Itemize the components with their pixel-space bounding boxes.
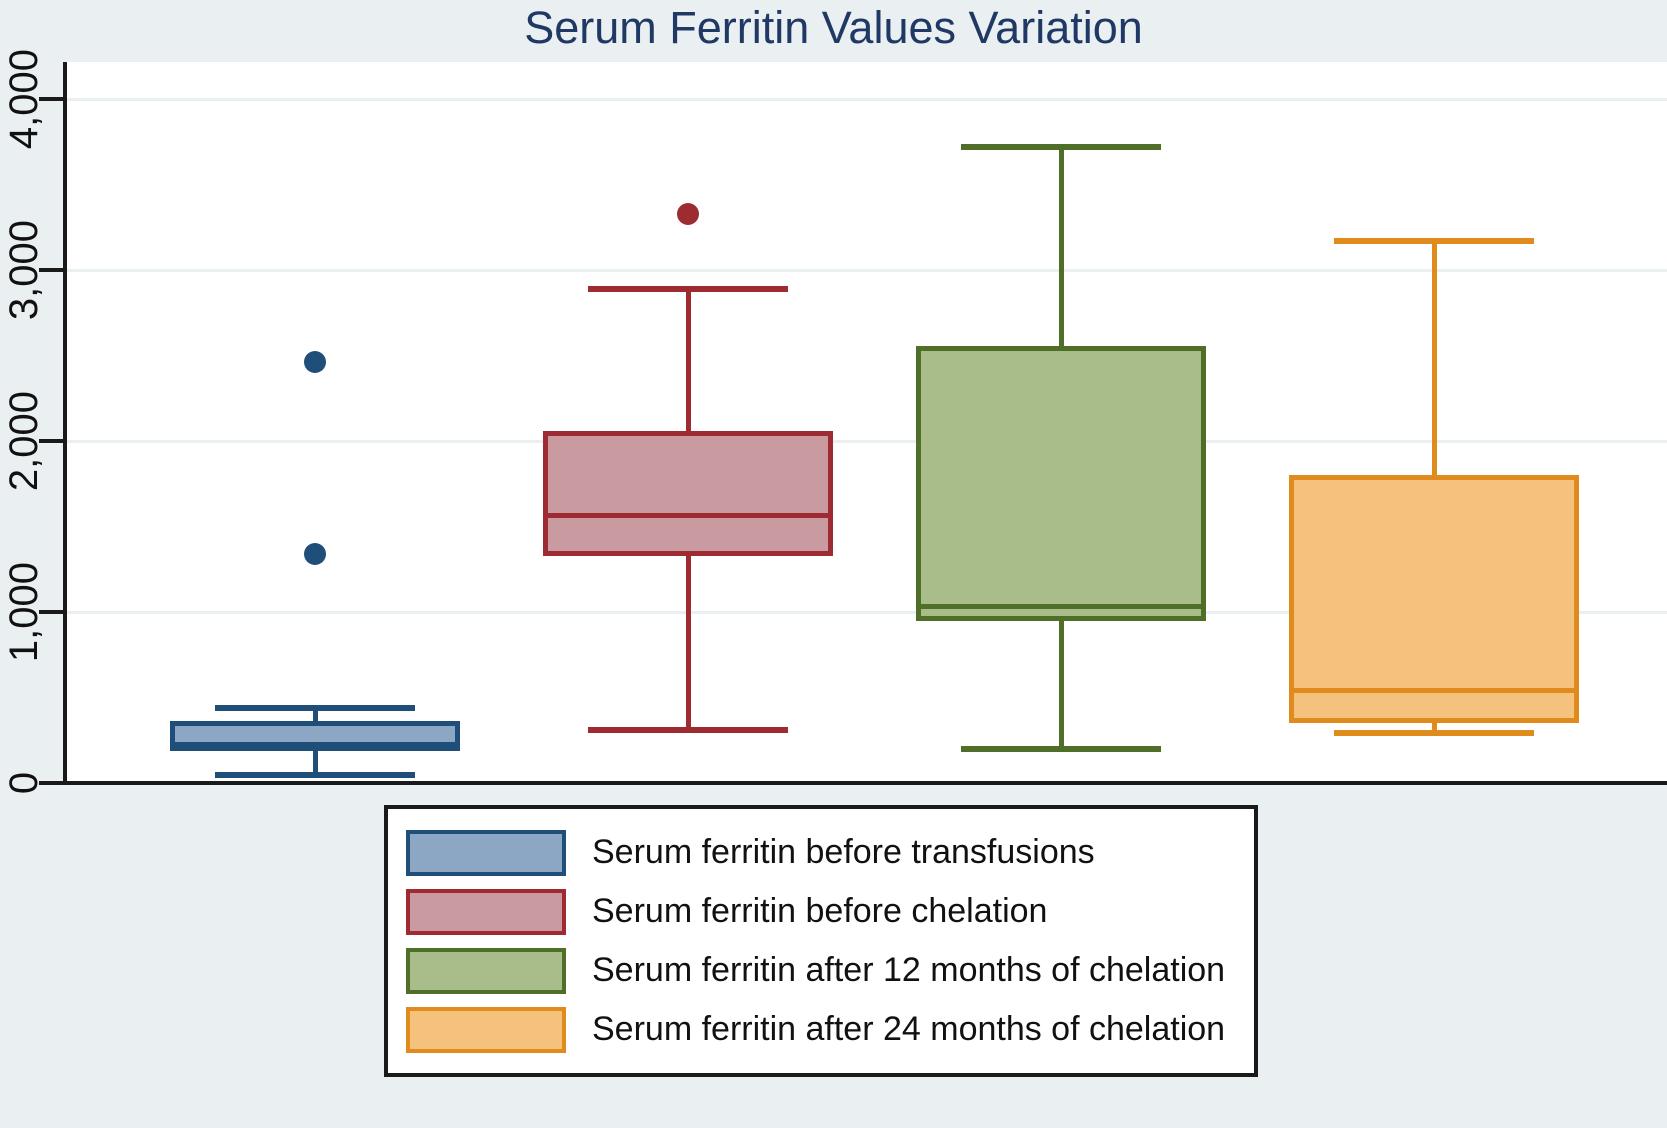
- outlier-point: [677, 202, 699, 225]
- whisker-upper-stem: [312, 707, 318, 722]
- y-tick-label-1000: 1,000: [2, 561, 46, 663]
- gridline-2000: [67, 439, 1667, 443]
- whisker-lower-stem: [1058, 620, 1064, 749]
- median-line: [1289, 688, 1579, 694]
- y-tick-1000: [39, 610, 63, 614]
- box-plot-series-2: [67, 62, 1667, 784]
- y-tick-4000: [39, 97, 63, 101]
- gridline-3000: [67, 268, 1667, 272]
- whisker-lower-cap: [961, 745, 1161, 752]
- whisker-upper-cap: [215, 704, 415, 711]
- whisker-upper-stem: [685, 288, 691, 431]
- median-line: [916, 604, 1206, 610]
- legend-label-3: Serum ferritin after 12 months of chelat…: [592, 951, 1226, 989]
- page-title: Serum Ferritin Values Variation: [524, 2, 1143, 53]
- whisker-lower-stem: [1431, 723, 1437, 734]
- box-body: [543, 430, 833, 556]
- median-line: [543, 512, 833, 518]
- legend-item-3[interactable]: Serum ferritin after 12 months of chelat…: [406, 941, 1254, 1000]
- box-body: [916, 346, 1206, 621]
- legend-swatch-3: [406, 947, 566, 994]
- plot-inner: [67, 62, 1667, 785]
- gridline-1000: [67, 610, 1667, 614]
- outlier-point: [304, 542, 326, 565]
- plot-area: [63, 62, 1667, 785]
- legend-label-1: Serum ferritin before transfusions: [592, 833, 1095, 871]
- whisker-upper-cap: [588, 285, 788, 292]
- whisker-lower-cap: [588, 726, 788, 733]
- legend-item-1[interactable]: Serum ferritin before transfusions: [406, 823, 1254, 882]
- box-plot-series-1: [67, 62, 1667, 784]
- whisker-lower-stem: [685, 555, 691, 730]
- legend-item-4[interactable]: Serum ferritin after 24 months of chelat…: [406, 1000, 1254, 1059]
- whisker-lower-stem: [312, 751, 318, 776]
- outlier-point: [304, 351, 326, 374]
- y-tick-0: [39, 781, 63, 785]
- whisker-lower-cap: [1334, 730, 1534, 737]
- legend-item-2[interactable]: Serum ferritin before chelation: [406, 882, 1254, 941]
- x-axis-line: [63, 781, 1667, 785]
- box-plot-series-3: [67, 62, 1667, 784]
- legend-swatch-2: [406, 888, 566, 935]
- median-line: [170, 742, 460, 748]
- whisker-upper-stem: [1058, 146, 1064, 347]
- whisker-upper-cap: [1334, 237, 1534, 244]
- legend-label-2: Serum ferritin before chelation: [592, 892, 1048, 930]
- whisker-upper-cap: [961, 143, 1161, 150]
- legend-label-4: Serum ferritin after 24 months of chelat…: [592, 1010, 1226, 1048]
- y-tick-label-4000: 4,000: [2, 48, 46, 150]
- box-body: [1289, 475, 1579, 724]
- y-tick-label-3000: 3,000: [2, 219, 46, 321]
- legend-swatch-4: [406, 1006, 566, 1053]
- whisker-lower-cap: [215, 772, 415, 779]
- box-plot-series-4: [67, 62, 1667, 784]
- gridline-4000: [67, 97, 1667, 101]
- y-tick-label-0: 0: [2, 771, 46, 795]
- y-tick-label-2000: 2,000: [2, 390, 46, 492]
- y-tick-2000: [39, 439, 63, 443]
- whisker-upper-stem: [1431, 240, 1437, 476]
- legend-swatch-1: [406, 829, 566, 876]
- y-tick-3000: [39, 268, 63, 272]
